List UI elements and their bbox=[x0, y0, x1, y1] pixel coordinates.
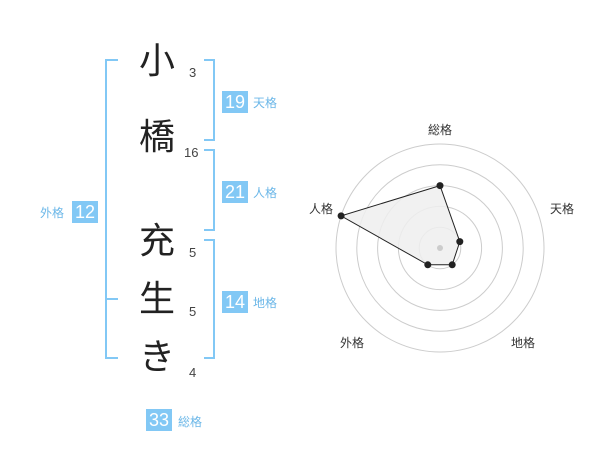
jinkaku-bracket bbox=[204, 149, 215, 231]
name-char-4: 生 bbox=[138, 279, 175, 320]
soukaku-label: 総格 bbox=[178, 415, 203, 429]
radar-point-4 bbox=[424, 261, 432, 269]
radar-label-soukaku: 総格 bbox=[428, 123, 453, 137]
name-char-1: 小 bbox=[138, 41, 175, 82]
stroke-count-2: 16 bbox=[184, 145, 199, 160]
chikaku-label: 地格 bbox=[253, 296, 278, 310]
radar-ring-5 bbox=[335, 143, 545, 353]
stroke-count-5: 4 bbox=[189, 365, 197, 380]
jinkaku-label: 人格 bbox=[253, 186, 278, 200]
jinkaku-value: 21 bbox=[222, 181, 248, 203]
gaikaku-label: 外格 bbox=[40, 206, 65, 220]
name-char-5: き bbox=[138, 337, 175, 378]
chikaku-value: 14 bbox=[222, 291, 248, 313]
gaikaku-bracket bbox=[105, 59, 118, 359]
stroke-count-1: 3 bbox=[189, 65, 197, 80]
radar-ring-4 bbox=[356, 164, 524, 332]
radar-point-2 bbox=[456, 238, 464, 246]
name-char-2: 橋 bbox=[138, 117, 175, 158]
tenkaku-bracket bbox=[204, 59, 215, 141]
radar-point-1 bbox=[436, 182, 444, 190]
radar-label-tenkaku: 天格 bbox=[550, 202, 575, 216]
radar-point-3 bbox=[448, 261, 456, 269]
chikaku-bracket bbox=[204, 239, 215, 359]
soukaku-value: 33 bbox=[146, 409, 172, 431]
tenkaku-label: 天格 bbox=[253, 96, 278, 110]
stroke-count-4: 5 bbox=[189, 304, 197, 319]
radar-point-5 bbox=[337, 212, 345, 220]
stroke-count-3: 5 bbox=[189, 245, 197, 260]
gaikaku-value: 12 bbox=[72, 201, 98, 223]
name-char-3: 充 bbox=[138, 221, 175, 262]
radar-center-dot bbox=[437, 245, 443, 251]
radar-polygon bbox=[339, 184, 461, 266]
radar-label-chikaku: 地格 bbox=[511, 336, 536, 350]
radar-label-gaikaku: 外格 bbox=[340, 336, 365, 350]
radar-label-jinkaku: 人格 bbox=[309, 202, 334, 216]
tenkaku-value: 19 bbox=[222, 91, 248, 113]
